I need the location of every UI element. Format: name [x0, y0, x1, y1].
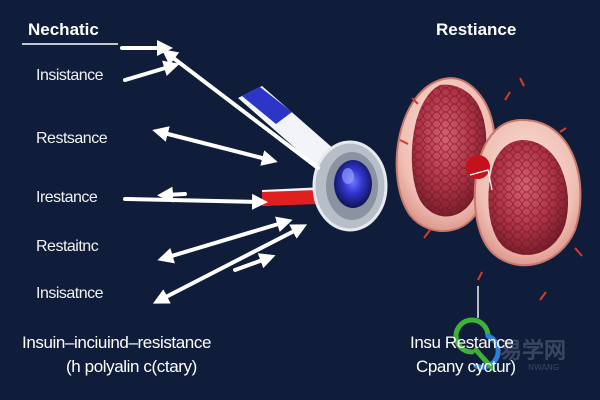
bottom-left-line-1: Insuin–inciuind–resistance	[22, 333, 212, 352]
side-label-4: Restaitnc	[36, 238, 99, 255]
watermark-logo: 易学网 NWANG	[453, 317, 566, 372]
pointer-arrows	[120, 40, 320, 304]
imaging-probe	[238, 86, 388, 232]
organ-tick-marks	[399, 77, 583, 301]
bottom-right-line-1: Insu Restance	[410, 333, 514, 352]
probe-lens	[334, 160, 372, 208]
top-right-title: Restiance	[436, 20, 517, 39]
watermark-sub: NWANG	[528, 363, 559, 372]
arrow-5	[157, 186, 187, 203]
side-label-5: Insisatnce	[36, 285, 104, 302]
side-label-2: Restsance	[36, 130, 108, 147]
side-label-1: Insistance	[36, 67, 104, 84]
organ-junction-spot	[466, 155, 490, 179]
side-label-3: Irestance	[36, 189, 98, 206]
arrow-3	[152, 126, 278, 166]
pancreas-organ	[395, 77, 583, 301]
bottom-right-line-2: Cpany cyctur)	[416, 357, 516, 376]
arrow-7	[152, 224, 308, 304]
arrow-4	[123, 193, 268, 210]
arrow-2	[123, 60, 180, 82]
arrow-9	[233, 253, 276, 272]
arrow-8	[161, 49, 320, 170]
bottom-left-line-2: (h polyalin c(ctary)	[66, 357, 197, 376]
watermark-text: 易学网	[500, 338, 566, 364]
top-left-title: Nechatic	[28, 20, 99, 39]
arrow-6	[157, 216, 293, 264]
